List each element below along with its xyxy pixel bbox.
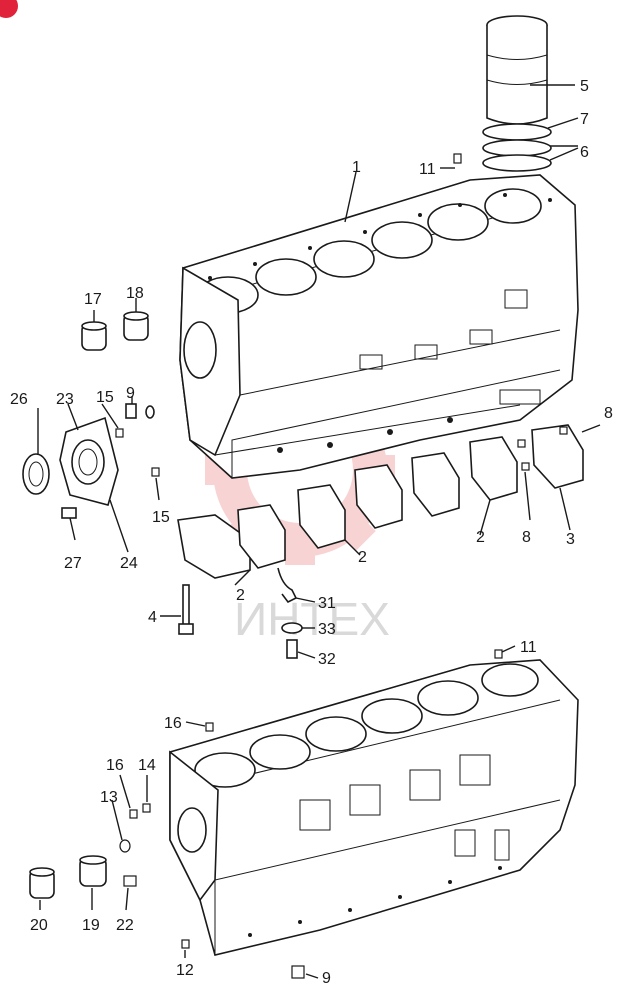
callout-11-upper: 11 [419, 161, 436, 178]
callout-13: 13 [100, 789, 118, 806]
callout-2-b: 2 [358, 549, 367, 566]
callout-15-a: 15 [96, 389, 114, 406]
lower-seal-rings [29, 855, 107, 899]
callout-3: 3 [566, 531, 575, 548]
cylinder-liner [486, 15, 548, 125]
callout-2-a: 2 [236, 587, 245, 604]
callout-17: 17 [84, 291, 102, 308]
leader-lines [37, 84, 601, 979]
callout-8-right: 8 [604, 405, 613, 422]
callout-22: 22 [116, 917, 134, 934]
lower-cylinder-block [169, 659, 579, 956]
callout-19: 19 [82, 917, 100, 934]
callout-26: 26 [10, 391, 28, 408]
callout-23: 23 [56, 391, 74, 408]
front-cover-plate [59, 416, 119, 506]
dowel-pins [115, 153, 568, 477]
callout-14: 14 [138, 757, 156, 774]
callout-16-b: 16 [106, 757, 124, 774]
lower-small-fittings [119, 649, 503, 979]
callout-15-b: 15 [152, 509, 170, 526]
callout-24: 24 [120, 555, 138, 572]
seal-rings [22, 311, 149, 495]
callout-12: 12 [176, 962, 194, 979]
callout-32: 32 [318, 651, 336, 668]
callout-20: 20 [30, 917, 48, 934]
callout-18: 18 [126, 285, 144, 302]
bolt-4 [178, 584, 194, 635]
callout-9-upper: 9 [126, 385, 135, 402]
callout-7: 7 [580, 111, 589, 128]
callout-8-lower: 8 [522, 529, 531, 546]
callout-27: 27 [64, 555, 82, 572]
callout-9-lower: 9 [322, 970, 331, 987]
callout-6: 6 [580, 144, 589, 161]
callout-33: 33 [318, 621, 336, 638]
callout-2-c: 2 [476, 529, 485, 546]
callout-1: 1 [352, 159, 361, 176]
callout-labels: 5 7 6 11 1 17 18 26 23 15 9 8 15 27 24 2… [10, 78, 613, 987]
callout-5: 5 [580, 78, 589, 95]
callout-11-lower: 11 [520, 639, 537, 656]
corner-badge [0, 0, 18, 18]
small-fittings [61, 403, 155, 519]
callout-4: 4 [148, 609, 157, 626]
callout-16-a: 16 [164, 715, 182, 732]
upper-cylinder-block [179, 174, 579, 479]
piston-rings [482, 123, 552, 172]
callout-31: 31 [318, 595, 336, 612]
